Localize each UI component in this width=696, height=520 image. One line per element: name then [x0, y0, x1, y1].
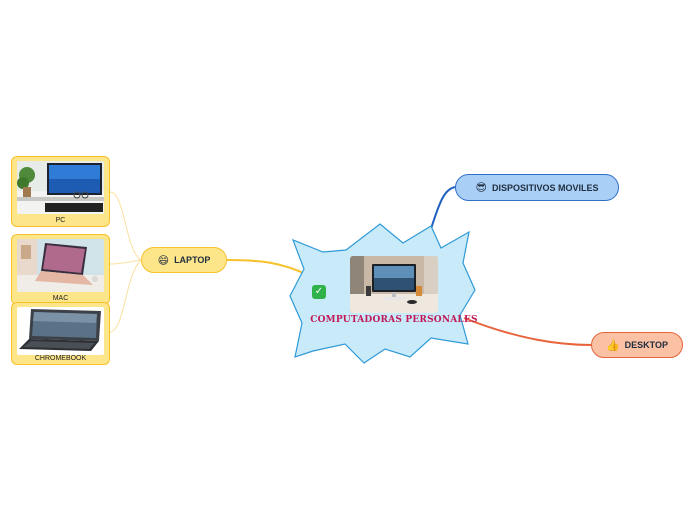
macbook-photo [17, 239, 104, 292]
chromebook-photo [17, 307, 104, 355]
topic-desktop[interactable]: 👍 DESKTOP [591, 332, 683, 358]
subtopic-mac-caption: MAC [52, 295, 69, 302]
subtopic-mac[interactable]: MAC [11, 234, 110, 305]
check-icon: ✓ [312, 285, 326, 299]
grinning-face-icon: 😄 [157, 253, 170, 267]
central-topic-title: COMPUTADORAS PERSONALES [310, 315, 478, 325]
desktop-pc-photo [17, 161, 104, 214]
connector-desktop [463, 317, 593, 346]
sunglasses-face-icon: 😎 [475, 181, 487, 194]
topic-laptop[interactable]: 😄 LAPTOP [141, 247, 227, 273]
topic-dispositivos-moviles[interactable]: 😎 DISPOSITIVOS MOVILES [455, 174, 619, 201]
desktop-workspace-photo [350, 256, 438, 313]
connector-laptop [226, 259, 309, 276]
thumbs-up-icon: 👍 [605, 338, 620, 352]
subtopic-pc-caption: PC [55, 217, 66, 224]
topic-dispositivos-moviles-label: DISPOSITIVOS MOVILES [491, 182, 599, 193]
subtopic-chromebook-caption: CHROMEBOOK [34, 355, 87, 362]
topic-laptop-label: LAPTOP [174, 255, 211, 265]
subtopic-chromebook[interactable]: CHROMEBOOK [11, 302, 110, 365]
connector-pc [109, 191, 142, 261]
connector-moviles [429, 186, 457, 233]
connector-mac [109, 259, 142, 265]
connector-chromebook [109, 259, 142, 333]
subtopic-pc[interactable]: PC [11, 156, 110, 227]
topic-desktop-label: DESKTOP [624, 340, 669, 350]
